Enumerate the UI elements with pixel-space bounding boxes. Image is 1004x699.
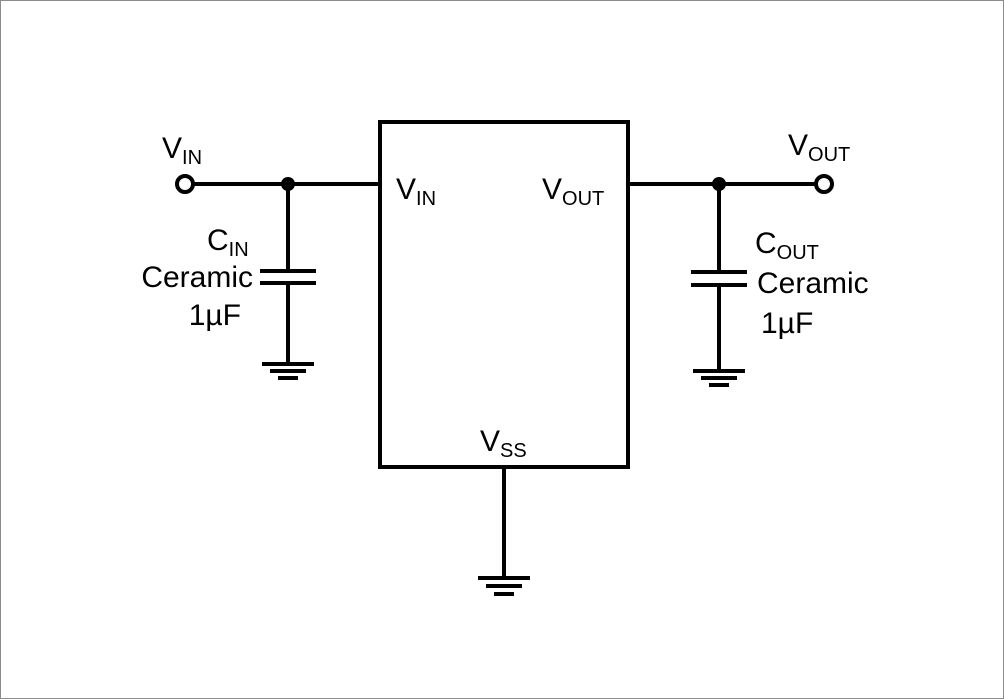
cout-type-label: Ceramic — [757, 267, 869, 300]
input-terminal-label: VIN — [162, 132, 202, 169]
regulator-ic-body — [378, 120, 630, 469]
cout-ground-symbol — [693, 369, 745, 387]
cin-value-label: 1µF — [189, 299, 241, 332]
ic-pin-vss-label: VSS — [480, 425, 527, 462]
cin-type-label: Ceramic — [141, 261, 253, 294]
ic-pin-vout-label: VOUT — [542, 173, 604, 210]
cin-name-label: CIN — [207, 224, 249, 261]
cin-ground-symbol — [262, 362, 314, 380]
output-terminal — [814, 174, 834, 194]
input-terminal — [175, 174, 195, 194]
cout-value-label: 1µF — [761, 307, 813, 340]
output-terminal-label: VOUT — [788, 129, 850, 166]
vss-ground-symbol — [478, 576, 530, 596]
cout-name-label: COUT — [755, 227, 819, 264]
ic-pin-vin-label: VIN — [396, 173, 436, 210]
